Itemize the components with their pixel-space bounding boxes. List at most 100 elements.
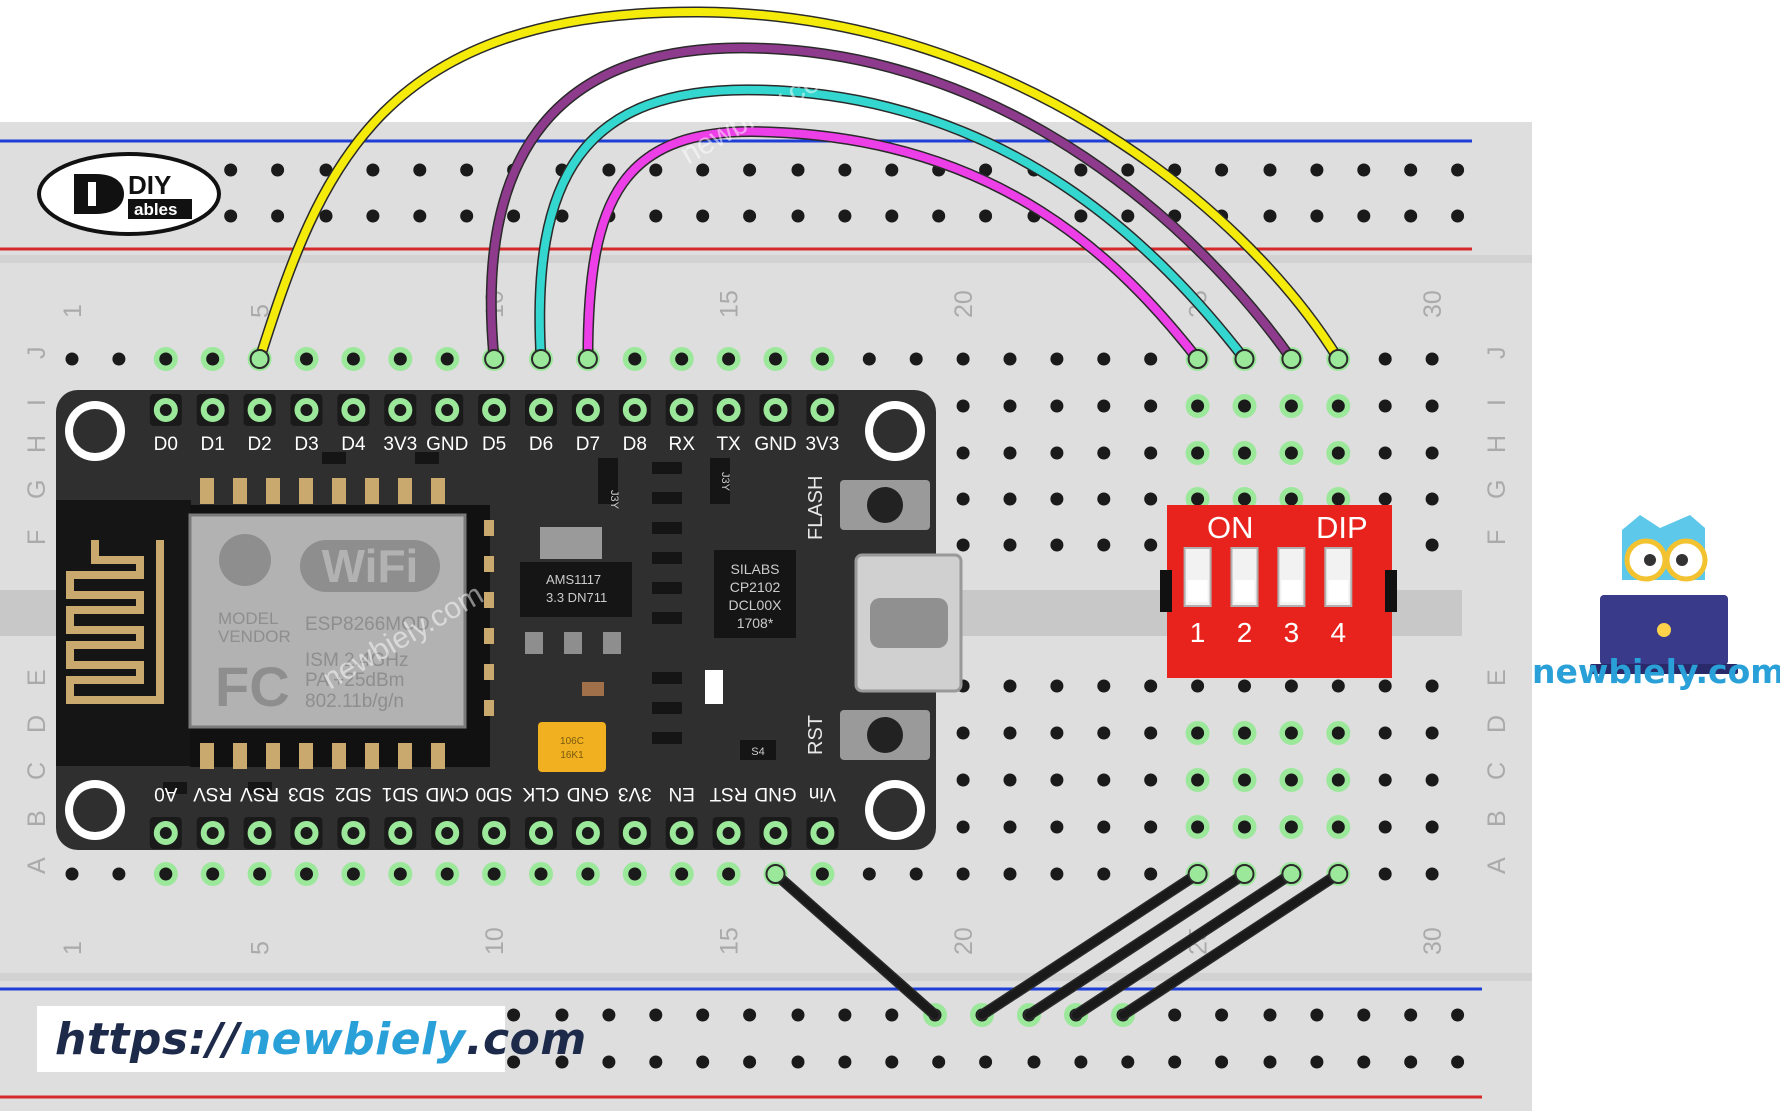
wifi-badge — [300, 540, 440, 592]
rail-hole — [1310, 209, 1324, 223]
breadboard-hole — [1378, 446, 1392, 460]
module-pad — [484, 592, 494, 608]
board-pin-label-top: GND — [426, 434, 468, 455]
column-number-bottom: 15 — [716, 927, 744, 955]
board-pin-label-bottom: RST — [709, 783, 747, 804]
module-name: ESP8266MOD — [305, 614, 430, 635]
pin-center — [769, 827, 782, 839]
breadboard-hole — [1238, 773, 1251, 787]
rail-hole — [1263, 1008, 1277, 1022]
tantalum-capacitor — [538, 722, 606, 772]
breadboard-hole — [1284, 446, 1298, 460]
breadboard-hole — [1238, 399, 1251, 413]
module-pad — [299, 478, 313, 504]
pin-center — [394, 827, 407, 839]
board-pin-label-top: D6 — [529, 434, 553, 455]
diy-logo-top: DIY — [128, 170, 171, 200]
breadboard-hole — [1003, 492, 1017, 506]
breadboard-hole — [159, 352, 173, 366]
row-letter-left: I — [23, 399, 51, 406]
board-pin-label-bottom: 3V3 — [618, 783, 652, 804]
pin-center — [206, 827, 219, 839]
chip-text-4: 1708* — [737, 615, 774, 631]
breadboard-hole — [581, 867, 595, 881]
rail-hole — [1215, 163, 1229, 177]
breadboard-hole — [1191, 773, 1205, 787]
dip-toggle[interactable] — [1187, 580, 1208, 602]
row-letter-left: D — [23, 715, 51, 733]
breadboard-hole — [440, 867, 454, 881]
rail-hole — [555, 209, 569, 223]
rail-hole — [507, 209, 521, 223]
dip-toggle[interactable] — [1328, 580, 1349, 602]
wire-end — [1328, 349, 1349, 369]
breadboard-hole — [1378, 773, 1392, 787]
board-pin-label-top: D3 — [294, 434, 318, 455]
pin-center — [488, 827, 501, 839]
board-pin-label-top: 3V3 — [805, 434, 839, 455]
column-number-top: 20 — [950, 290, 978, 318]
column-number-bottom: 20 — [950, 927, 978, 955]
board-pin-label-top: D7 — [576, 434, 600, 455]
module-power: PA +25dBm — [305, 670, 404, 691]
breadboard-hole — [1144, 492, 1158, 506]
pin-center — [722, 404, 735, 416]
row-letter-left: H — [23, 435, 51, 453]
rail-hole — [507, 1008, 521, 1022]
rail-hole — [1451, 1055, 1465, 1069]
breadboard-hole — [1050, 538, 1064, 552]
pin-center — [816, 827, 829, 839]
usb-uart-chip — [714, 550, 796, 638]
rail-hole — [743, 1055, 757, 1069]
dip-position-label: 1 — [1190, 617, 1206, 648]
pin-center — [347, 827, 360, 839]
breadboard-hole — [956, 352, 970, 366]
dip-on-label: ON — [1207, 510, 1254, 545]
wire-end — [249, 349, 270, 369]
breadboard-hole — [65, 352, 79, 366]
rail-hole — [1451, 1008, 1465, 1022]
rail-hole — [649, 163, 663, 177]
board-pin-label-bottom: CMD — [426, 783, 469, 804]
rail-hole — [743, 209, 757, 223]
breadboard-hole — [1425, 352, 1439, 366]
rail-hole — [932, 1055, 946, 1069]
cap-text-1: 106C — [560, 736, 584, 747]
module-pad — [484, 520, 494, 536]
diyables-logo: DIY ables — [36, 152, 222, 236]
breadboard-hole — [956, 446, 970, 460]
module-pad — [431, 743, 445, 769]
url-suffix: .com — [465, 1013, 587, 1065]
website-url[interactable]: https://newbiely.com — [37, 1006, 586, 1072]
breadboard-hole — [1238, 820, 1251, 834]
breadboard-hole — [1003, 538, 1017, 552]
breadboard-hole — [1097, 538, 1111, 552]
breadboard-hole — [1050, 446, 1064, 460]
antenna-trace — [66, 540, 164, 704]
black-wire-3 — [1072, 870, 1296, 1019]
breadboard-hole — [1003, 679, 1017, 693]
row-letter-left: B — [23, 810, 51, 827]
breadboard-hole — [1003, 773, 1017, 787]
breadboard-hole — [1284, 726, 1298, 740]
rail-hole — [507, 1055, 521, 1069]
breadboard-hole — [1378, 867, 1392, 881]
rail-hole — [1074, 163, 1088, 177]
rail-hole — [979, 1055, 993, 1069]
pin-center — [159, 404, 172, 416]
breadboard-hole — [1144, 446, 1158, 460]
module-pad — [200, 743, 214, 769]
rail-hole — [838, 209, 852, 223]
dip-toggle[interactable] — [1234, 580, 1255, 602]
rail-hole — [791, 1055, 805, 1069]
rail-hole — [1451, 163, 1465, 177]
breadboard-hole — [1191, 446, 1205, 460]
row-letter-right: I — [1483, 399, 1511, 406]
pin-center — [628, 827, 641, 839]
dip-toggle[interactable] — [1281, 580, 1302, 602]
wire-end — [1281, 864, 1302, 884]
pin-center — [535, 404, 547, 416]
breadboard-hole — [1284, 492, 1298, 506]
pin-center — [769, 404, 782, 416]
breadboard-hole — [1097, 820, 1111, 834]
